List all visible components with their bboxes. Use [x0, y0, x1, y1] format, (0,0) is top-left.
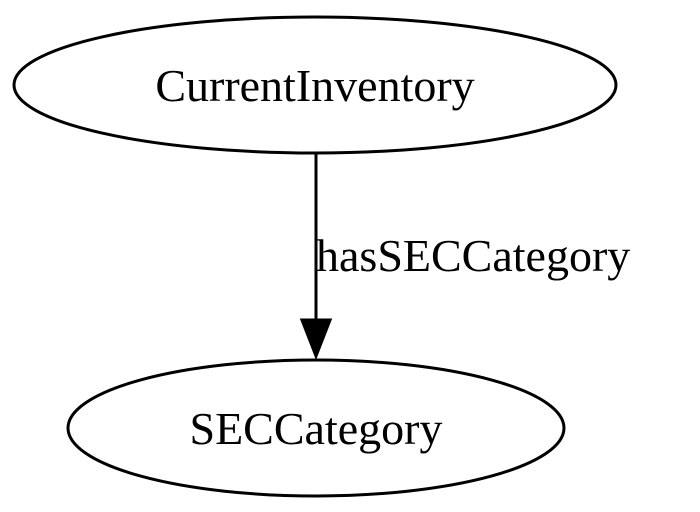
- node-current-inventory[interactable]: CurrentInventory: [12, 15, 618, 155]
- edge-has-sec-category-label: hasSECCategory: [316, 230, 630, 281]
- node-current-inventory-label: CurrentInventory: [155, 60, 474, 111]
- node-sec-category-ellipse: [66, 358, 566, 498]
- edge-has-sec-category[interactable]: hasSECCategory: [299, 153, 630, 361]
- node-sec-category[interactable]: SECCategory: [66, 358, 566, 498]
- node-sec-category-label: SECCategory: [190, 403, 443, 454]
- arrow-head-icon: [299, 318, 333, 361]
